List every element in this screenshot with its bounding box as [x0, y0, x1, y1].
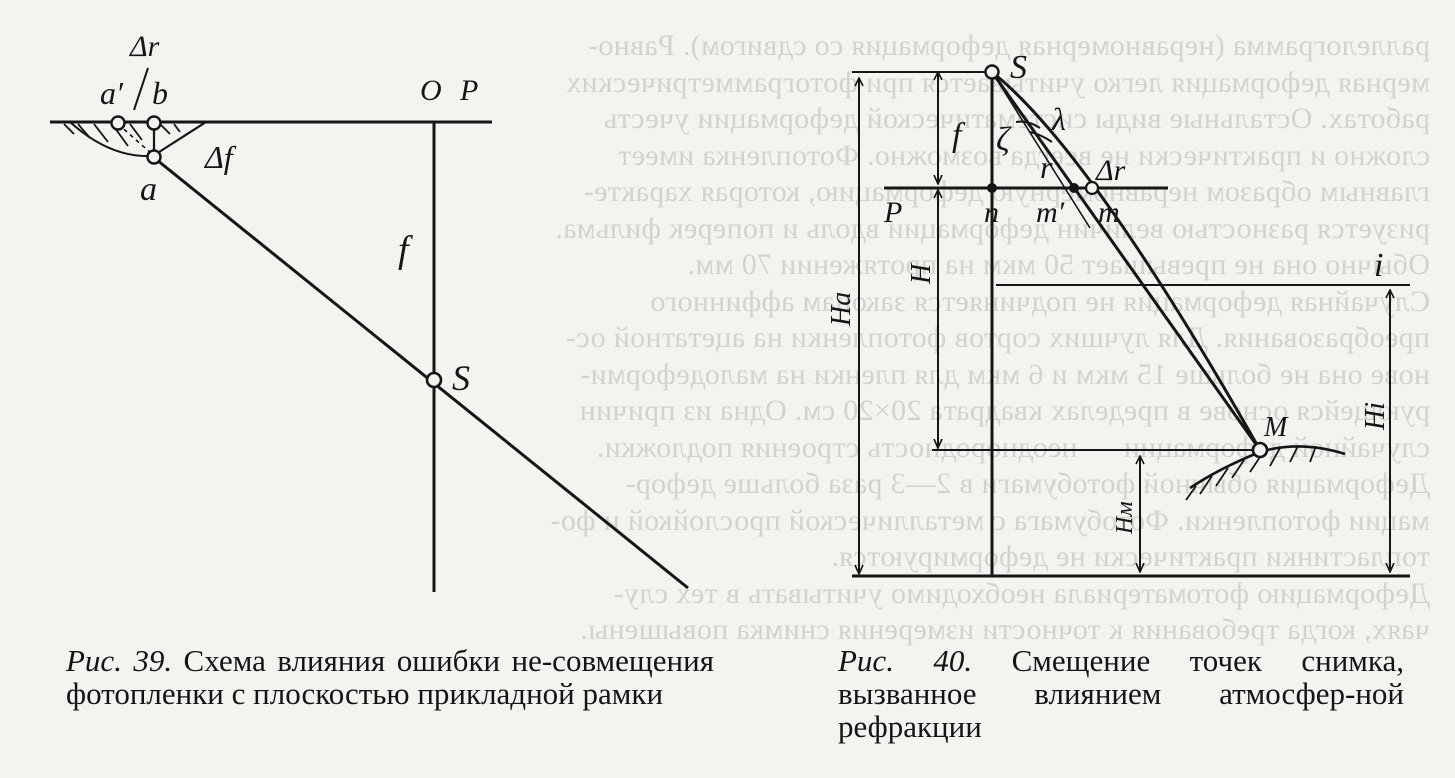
fig40-label-ha: Ha — [826, 292, 857, 327]
fig40-label-hi: Hi — [1360, 402, 1391, 431]
fig39-delta-f-segment — [155, 121, 207, 155]
fig40-straight-ray — [990, 71, 1262, 451]
figure-39 — [50, 67, 689, 592]
figure-40-caption-text: Смещение точек снимка, вызванное влияние… — [838, 643, 1405, 744]
fig39-point-a-prime — [110, 115, 126, 131]
fig39-point-s — [425, 371, 443, 389]
fig40-label-m: m — [1098, 196, 1120, 229]
fig40-label-s: S — [1010, 49, 1027, 86]
fig40-label-lambda: λ — [1051, 101, 1066, 137]
fig39-arc — [69, 121, 153, 158]
fig40-point-m-prime — [1069, 183, 1079, 193]
fig40-label-p: P — [883, 196, 902, 229]
figure-40-number: Рис. 40. — [838, 643, 973, 678]
fig39-label-delta-f: Δf — [203, 139, 237, 175]
fig40-point-s — [984, 64, 1000, 80]
fig40-label-m-prime: m′ — [1036, 196, 1065, 229]
fig40-label-delta-r: Δr — [1095, 154, 1126, 187]
fig39-ray-a-s — [151, 154, 689, 590]
figure-40 — [852, 64, 1410, 578]
fig39-label-b: b — [152, 75, 168, 111]
fig39-label-delta-r: Δr — [129, 30, 160, 63]
figure-40-labels: S f ζ λ r Δr P n m′ m i M H Ha Hi Hм — [826, 49, 1391, 535]
figure-39-labels: Δr a′ b O P Δf a f S — [100, 30, 478, 398]
fig40-refracted-ray — [991, 70, 1262, 451]
fig39-label-p: P — [459, 74, 478, 107]
fig40-point-n — [987, 183, 997, 193]
fig40-label-i: i — [1374, 247, 1383, 284]
fig40-label-hm: Hм — [1112, 501, 1138, 535]
fig40-tangent — [991, 71, 1091, 229]
figure-39-caption-text: Схема влияния ошибки не-совмещения фотоп… — [66, 643, 714, 711]
fig39-label-o: O — [420, 74, 442, 107]
fig40-point-m-big — [1251, 441, 1269, 459]
fig39-delta-r-tick — [133, 67, 149, 111]
fig40-point-m-small — [1084, 180, 1100, 196]
fig40-label-zeta: ζ — [996, 121, 1012, 158]
fig40-label-m-point: M — [1263, 412, 1289, 443]
fig39-label-a: a — [140, 171, 157, 208]
fig39-point-a — [146, 149, 162, 165]
figure-40-caption: Рис. 40. Смещение точек снимка, вызванно… — [838, 644, 1404, 743]
fig39-label-f: f — [398, 229, 413, 271]
fig39-point-b — [146, 115, 162, 131]
fig39-label-s: S — [452, 358, 470, 398]
fig40-label-n: n — [984, 196, 999, 229]
fig40-label-h: H — [906, 262, 937, 285]
fig40-label-f: f — [952, 117, 966, 154]
fig40-label-r: r — [1040, 149, 1053, 185]
fig39-label-a-prime: a′ — [100, 75, 124, 111]
figure-39-caption: Рис. 39. Схема влияния ошибки не-совмеще… — [66, 644, 714, 710]
figure-39-number: Рис. 39. — [66, 643, 173, 678]
